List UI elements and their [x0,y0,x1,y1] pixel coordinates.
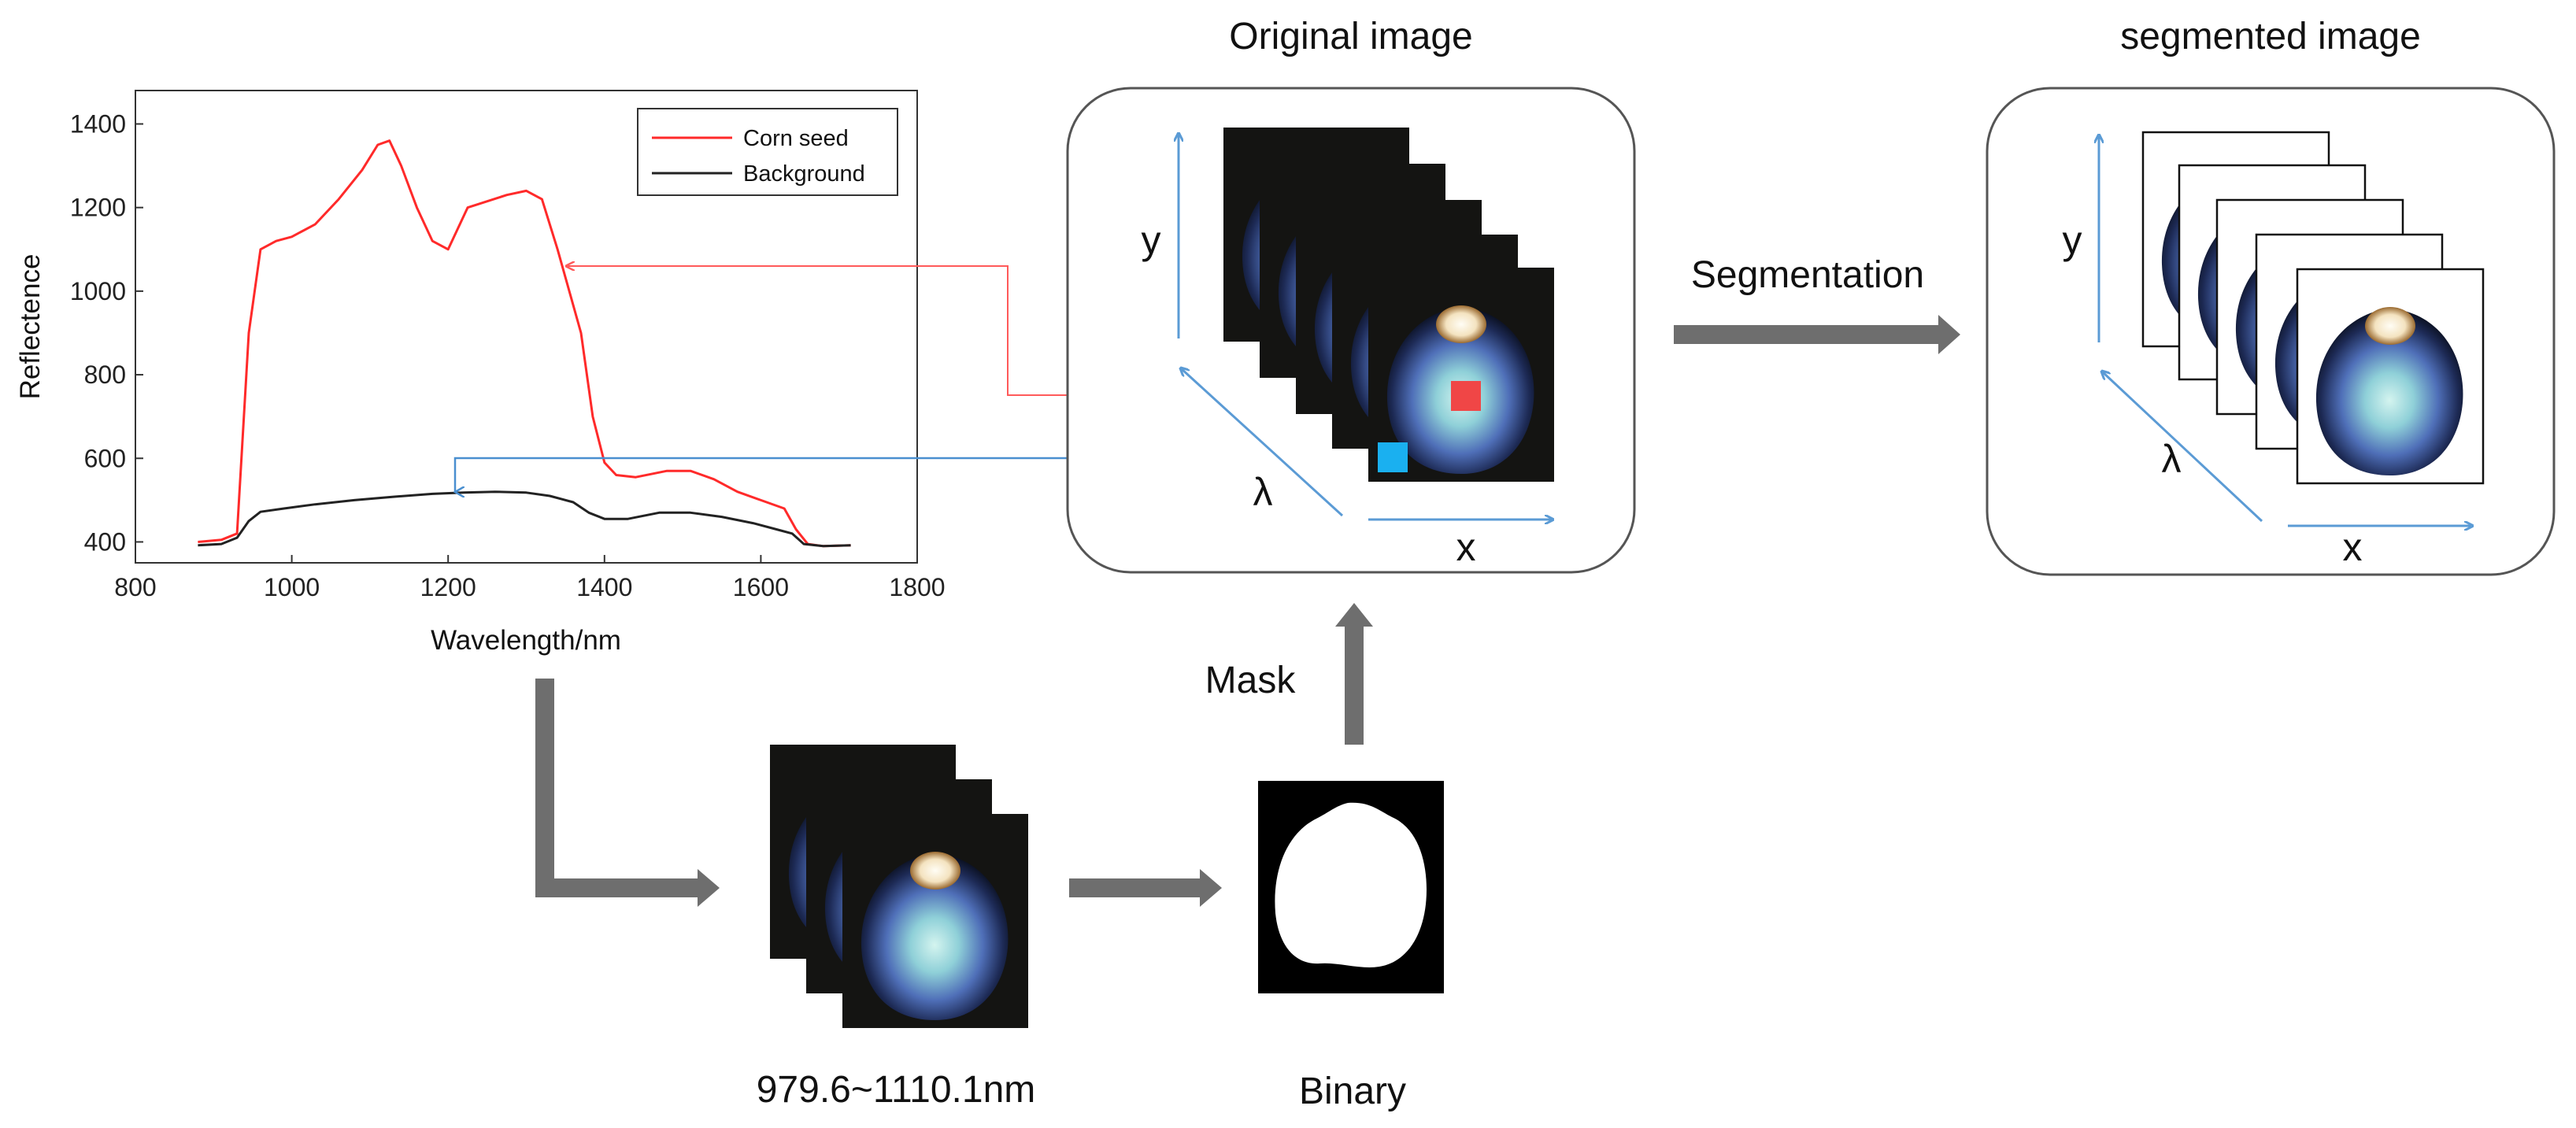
x-tick-label: 1000 [264,573,320,601]
band-arrow-vertical [535,679,554,897]
segmented-slice-5 [2296,268,2485,485]
series-line-corn-seed [198,139,851,548]
band-arrow-head [698,869,720,907]
segmentation-arrow-head [1938,315,1960,354]
y-tick-label: 400 [84,527,126,556]
x-tick-label: 1800 [889,573,945,601]
y-tick-label: 600 [84,444,126,472]
band-selection-arrow [535,679,720,907]
binary-arrow-head [1200,869,1222,907]
binary-label: Binary [1299,1071,1406,1112]
legend-label-corn: Corn seed [743,126,849,151]
x-ticks: 800 1000 1200 1400 1600 1800 [114,555,946,601]
y-tick-label: 800 [84,361,126,389]
x-axis-label: Wavelength/nm [431,625,621,656]
y-tick-label: 1000 [70,277,126,305]
binary-arrow-shaft [1069,878,1200,897]
band-range-label: 979.6~1110.1nm [757,1069,1036,1111]
binary-seed-mask [1275,802,1427,967]
band-images: 979.6~1110.1nm [757,745,1036,1111]
original-y-label: y [1142,218,1161,262]
segmented-lambda-axis [2102,372,2263,523]
band-arrow-horizontal [535,878,698,897]
x-tick-label: 800 [114,573,156,601]
mask-arrow-head [1335,603,1373,627]
y-axis-label: Reflectence [15,254,46,400]
binary-image: Binary [1258,781,1444,1112]
binary-arrow [1069,869,1222,907]
x-tick-label: 1400 [576,573,632,601]
series-lines [198,139,851,548]
segmentation-arrow-shaft [1674,325,1938,344]
legend: Corn seed Background [637,108,898,196]
background-pixel-marker [1378,442,1408,472]
y-tick-label: 1400 [70,109,126,138]
x-tick-label: 1200 [420,573,476,601]
original-image-title: Original image [1229,16,1472,57]
segmented-x-label: x [2343,525,2363,569]
spectrum-chart: 800 1000 1200 1400 1600 1800 400 600 800 1000 120… [15,90,946,656]
original-image-panel: Original image y x λ [1066,16,1636,574]
segmented-image-title: segmented image [2120,16,2421,57]
seed-pixel-marker [1451,381,1481,411]
mask-arrow-shaft [1345,627,1364,745]
segmentation-step: Segmentation [1674,254,1960,354]
original-x-label: x [1456,525,1476,569]
mask-label: Mask [1205,660,1297,701]
y-ticks: 400 600 800 1000 1200 1400 [70,109,143,556]
band-slice-3 [842,814,1028,1028]
mask-arrow: Mask [1205,603,1373,745]
legend-box [637,108,898,196]
series-line-background [198,490,851,548]
segmentation-label: Segmentation [1691,254,1924,296]
x-tick-label: 1600 [733,573,789,601]
segmented-y-label: y [2063,218,2082,262]
original-lambda-axis [1181,368,1344,517]
segmented-image-panel: segmented image y x λ [1986,16,2556,576]
segmented-lambda-label: λ [2162,437,2182,481]
legend-label-background: Background [743,161,865,187]
original-lambda-label: λ [1253,470,1273,514]
y-tick-label: 1200 [70,194,126,222]
